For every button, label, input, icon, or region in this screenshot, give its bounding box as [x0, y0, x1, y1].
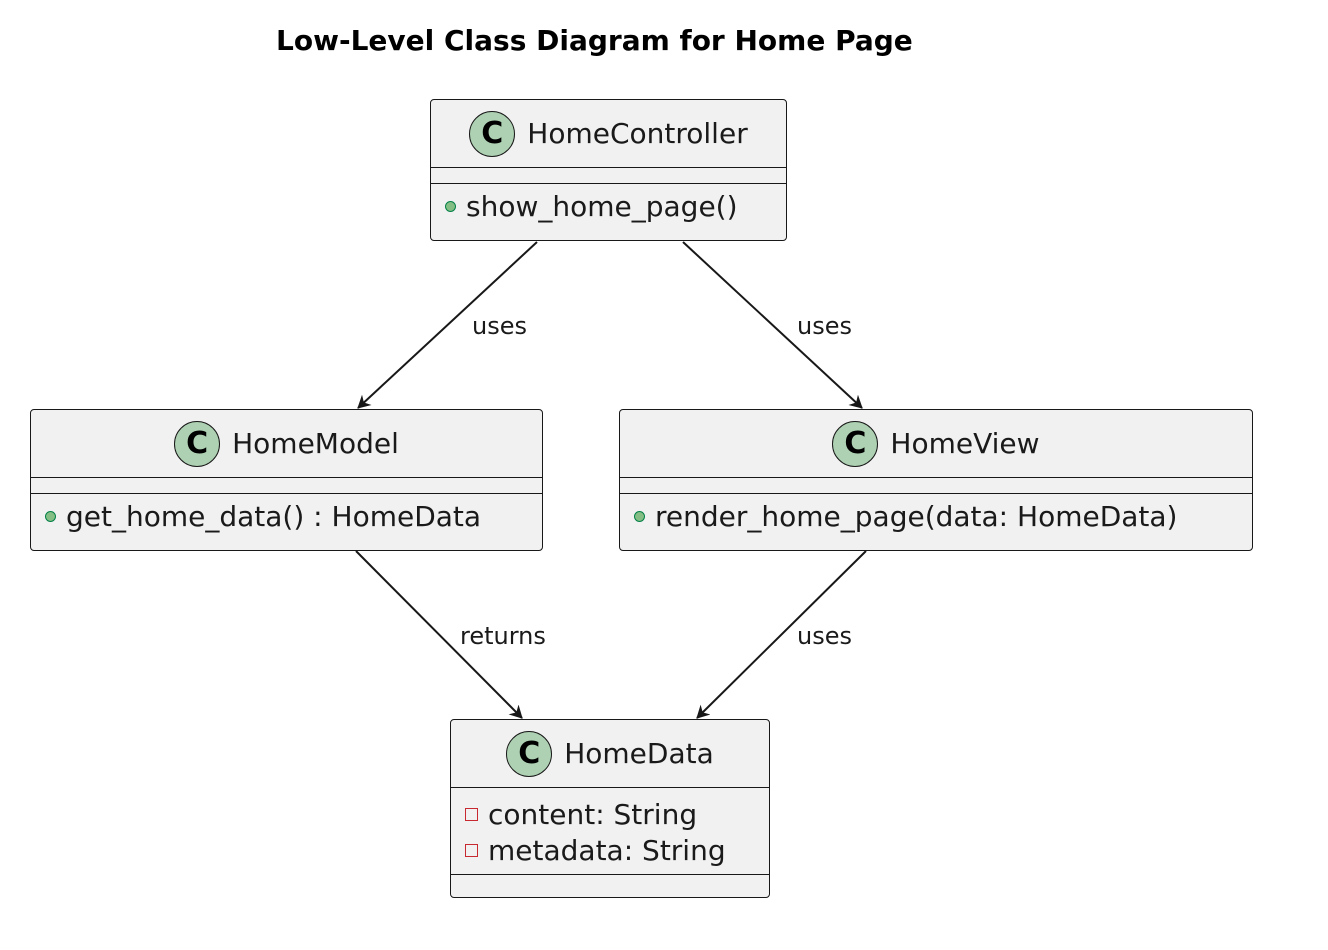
class-c-icon: C — [469, 110, 516, 157]
class-home-data[interactable]: C HomeData content: String metadata: Str… — [450, 719, 770, 898]
methods-compartment — [451, 875, 769, 895]
field-row: content: String — [465, 796, 769, 832]
class-header: C HomeView — [620, 410, 1252, 478]
class-c-icon: C — [506, 730, 553, 777]
class-c-icon: C — [174, 420, 221, 467]
attributes-compartment — [431, 168, 786, 184]
field-declaration: metadata: String — [488, 833, 726, 867]
edge-model-to-data — [355, 550, 523, 719]
fields-compartment: content: String metadata: String — [451, 788, 769, 875]
edge-controller-to-view — [682, 241, 863, 409]
edge-label-controller-view: uses — [797, 312, 852, 340]
field-row: metadata: String — [465, 832, 769, 868]
class-header: C HomeModel — [31, 410, 542, 478]
diagram-title: Low-Level Class Diagram for Home Page — [276, 24, 913, 57]
public-visibility-icon — [445, 200, 456, 212]
method-row: show_home_page() — [445, 188, 786, 224]
method-signature: get_home_data() : HomeData — [66, 499, 482, 533]
class-header: C HomeData — [451, 720, 769, 788]
class-header: C HomeController — [431, 100, 786, 168]
class-home-controller[interactable]: C HomeController show_home_page() — [430, 99, 787, 241]
class-c-icon: C — [832, 420, 879, 467]
edge-view-to-data — [696, 550, 867, 719]
method-signature: render_home_page(data: HomeData) — [655, 499, 1178, 533]
method-signature: show_home_page() — [466, 189, 738, 223]
edge-label-model-data: returns — [460, 622, 546, 650]
edge-label-view-data: uses — [797, 622, 852, 650]
private-visibility-icon — [465, 843, 478, 857]
methods-compartment: render_home_page(data: HomeData) — [620, 494, 1252, 538]
class-name: HomeData — [564, 737, 714, 770]
methods-compartment: show_home_page() — [431, 184, 786, 228]
class-home-model[interactable]: C HomeModel get_home_data() : HomeData — [30, 409, 543, 551]
private-visibility-icon — [465, 807, 478, 821]
class-name: HomeModel — [232, 427, 399, 460]
class-home-view[interactable]: C HomeView render_home_page(data: HomeDa… — [619, 409, 1253, 551]
attributes-compartment — [31, 478, 542, 494]
edge-label-controller-model: uses — [472, 312, 527, 340]
class-name: HomeView — [890, 427, 1040, 460]
edge-controller-to-model — [357, 241, 538, 409]
field-declaration: content: String — [488, 797, 698, 831]
public-visibility-icon — [45, 510, 56, 522]
methods-compartment: get_home_data() : HomeData — [31, 494, 542, 538]
attributes-compartment — [620, 478, 1252, 494]
public-visibility-icon — [634, 510, 645, 522]
method-row: render_home_page(data: HomeData) — [634, 498, 1252, 534]
method-row: get_home_data() : HomeData — [45, 498, 542, 534]
class-name: HomeController — [527, 117, 748, 150]
